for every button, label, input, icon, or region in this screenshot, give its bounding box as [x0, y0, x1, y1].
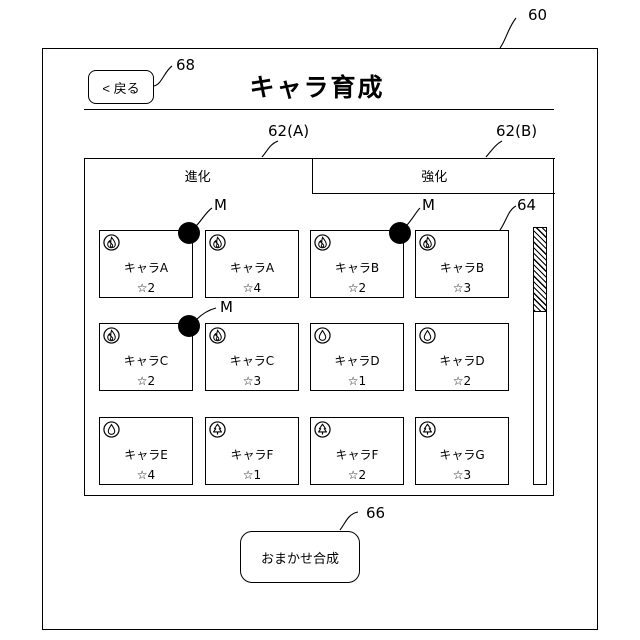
tab-enhance[interactable]: 強化 — [312, 158, 555, 194]
character-card[interactable]: キャラD ☆1 — [310, 323, 404, 391]
character-rarity: ☆3 — [416, 468, 508, 482]
tab-evolve[interactable]: 進化 — [84, 158, 313, 194]
character-rarity: ☆4 — [100, 468, 192, 482]
fire-icon — [209, 327, 226, 344]
character-name: キャラD — [311, 352, 403, 369]
back-button[interactable]: < 戻る — [88, 70, 154, 104]
character-name: キャラF — [206, 446, 298, 463]
tree-icon — [314, 421, 331, 438]
character-rarity: ☆1 — [311, 374, 403, 388]
character-name: キャラG — [416, 446, 508, 463]
character-name: キャラD — [416, 352, 508, 369]
scrollbar-thumb[interactable] — [534, 228, 546, 312]
page-title: キャラ育成 — [232, 68, 402, 104]
character-rarity: ☆2 — [416, 374, 508, 388]
character-card[interactable]: キャラF ☆2 — [310, 417, 404, 485]
selection-marker — [389, 222, 411, 244]
auto-synthesis-button[interactable]: おまかせ合成 — [240, 531, 360, 583]
fire-icon — [103, 327, 120, 344]
reference-numeral-tab-evolve: 62(A) — [268, 124, 309, 139]
character-rarity: ☆2 — [100, 374, 192, 388]
reference-numeral-back-button: 68 — [176, 58, 195, 73]
character-card[interactable]: キャラA ☆2 — [99, 230, 193, 298]
character-name: キャラE — [100, 446, 192, 463]
character-rarity: ☆1 — [206, 468, 298, 482]
selection-marker — [178, 315, 200, 337]
title-divider — [84, 109, 554, 110]
water-icon — [419, 327, 436, 344]
character-rarity: ☆3 — [206, 374, 298, 388]
scrollbar[interactable] — [533, 227, 547, 485]
water-icon — [314, 327, 331, 344]
selection-marker — [178, 222, 200, 244]
character-card[interactable]: キャラF ☆1 — [205, 417, 299, 485]
reference-numeral-auto-button: 66 — [366, 506, 385, 521]
character-card[interactable]: キャラB ☆2 — [310, 230, 404, 298]
fire-icon — [419, 234, 436, 251]
character-card[interactable]: キャラB ☆3 — [415, 230, 509, 298]
character-rarity: ☆2 — [100, 281, 192, 295]
fire-icon — [103, 234, 120, 251]
character-rarity: ☆4 — [206, 281, 298, 295]
character-name: キャラF — [311, 446, 403, 463]
character-name: キャラA — [100, 259, 192, 276]
character-card[interactable]: キャラA ☆4 — [205, 230, 299, 298]
character-card[interactable]: キャラG ☆3 — [415, 417, 509, 485]
character-rarity: ☆2 — [311, 281, 403, 295]
tree-icon — [209, 421, 226, 438]
character-card[interactable]: キャラC ☆2 — [99, 323, 193, 391]
reference-numeral-screen: 60 — [528, 8, 547, 23]
reference-numeral-tab-enhance: 62(B) — [496, 124, 537, 139]
character-name: キャラC — [100, 352, 192, 369]
tree-icon — [419, 421, 436, 438]
character-card[interactable]: キャラC ☆3 — [205, 323, 299, 391]
character-card[interactable]: キャラE ☆4 — [99, 417, 193, 485]
character-card[interactable]: キャラD ☆2 — [415, 323, 509, 391]
character-name: キャラB — [416, 259, 508, 276]
water-icon — [103, 421, 120, 438]
fire-icon — [209, 234, 226, 251]
character-name: キャラC — [206, 352, 298, 369]
character-name: キャラB — [311, 259, 403, 276]
character-name: キャラA — [206, 259, 298, 276]
character-rarity: ☆2 — [311, 468, 403, 482]
character-rarity: ☆3 — [416, 281, 508, 295]
fire-icon — [314, 234, 331, 251]
